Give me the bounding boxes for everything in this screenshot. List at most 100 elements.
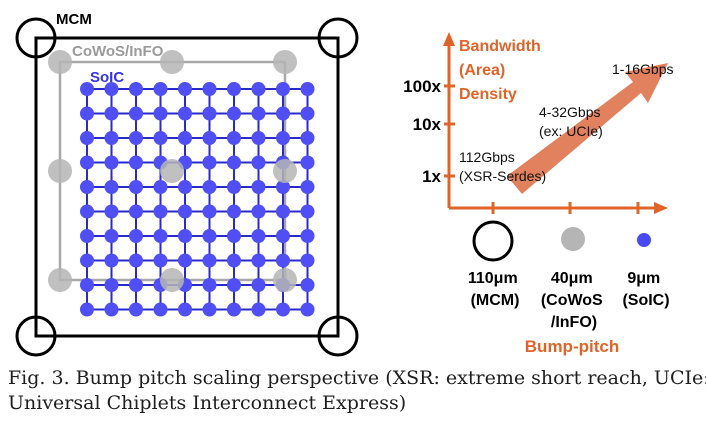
soic-bump bbox=[227, 278, 241, 292]
soic-bump bbox=[129, 229, 143, 243]
soic-bump bbox=[153, 302, 168, 317]
pitch-line: 9μm bbox=[627, 270, 660, 287]
soic-bump bbox=[300, 204, 315, 219]
soic-bump bbox=[80, 302, 94, 317]
soic-bump bbox=[251, 106, 266, 121]
top-bandwidth-label: 1-16Gbps bbox=[612, 61, 673, 77]
soic-bump bbox=[300, 155, 315, 170]
soic-bump-marker bbox=[637, 233, 651, 247]
soic-bump bbox=[104, 204, 119, 219]
cowos-bump bbox=[273, 50, 297, 74]
y-tick-label: 100x bbox=[403, 77, 441, 96]
cowos-bump bbox=[160, 50, 184, 74]
cowos-bump-marker bbox=[561, 227, 585, 251]
soic-bump bbox=[80, 82, 94, 96]
y-axis-title: Bandwidth (Area) Density bbox=[459, 38, 545, 103]
y-axis-title-line: Density bbox=[459, 86, 517, 103]
mcm-bump bbox=[15, 315, 57, 357]
soic-bump bbox=[104, 180, 119, 194]
cowos-bump bbox=[48, 268, 72, 292]
soic-bump bbox=[276, 106, 290, 121]
mcm-bumps bbox=[15, 17, 359, 357]
soic-bump bbox=[251, 253, 266, 268]
soic-bump bbox=[129, 82, 143, 96]
soic-bump bbox=[300, 82, 315, 96]
trend-arrow bbox=[507, 63, 668, 194]
cowos-bump bbox=[48, 159, 72, 183]
soic-bump bbox=[129, 204, 143, 219]
soic-bump bbox=[129, 106, 143, 121]
soic-bump bbox=[129, 155, 143, 170]
x-axis-title: Bump-pitch bbox=[525, 337, 619, 356]
soic-bump bbox=[276, 229, 290, 243]
pitch-line: /InFO) bbox=[551, 314, 597, 331]
soic-bump bbox=[276, 82, 290, 96]
pitch-line: (MCM) bbox=[471, 292, 520, 309]
pitch-line: 40μm bbox=[551, 270, 593, 287]
cowos-bump bbox=[160, 159, 184, 183]
soic-bump bbox=[300, 131, 315, 145]
soic-bump bbox=[300, 278, 315, 292]
soic-bump bbox=[80, 131, 94, 145]
soic-bump bbox=[202, 253, 217, 268]
cowos-bump bbox=[160, 268, 184, 292]
bump-pitch-figure: MCM CoWoS/InFO SoIC Bandwidth (Area) Den… bbox=[15, 11, 673, 357]
soic-bump bbox=[202, 155, 217, 170]
soic-label: SoIC bbox=[90, 69, 124, 86]
soic-bump bbox=[227, 229, 241, 243]
figure-caption: Fig. 3. Bump pitch scaling perspective (… bbox=[8, 366, 706, 416]
soic-bump bbox=[202, 180, 217, 194]
soic-bump bbox=[202, 82, 217, 96]
caption-line: Fig. 3. Bump pitch scaling perspective (… bbox=[8, 367, 706, 389]
soic-bump bbox=[227, 155, 241, 170]
soic-bump bbox=[227, 253, 241, 268]
y-axis-title-line: (Area) bbox=[459, 62, 505, 79]
soic-bump bbox=[251, 180, 266, 194]
soic-bump bbox=[227, 82, 241, 96]
soic-grid bbox=[80, 82, 315, 317]
soic-bump bbox=[104, 229, 119, 243]
soic-bump bbox=[227, 302, 241, 317]
x-axis bbox=[449, 202, 668, 214]
soic-bump bbox=[80, 106, 94, 121]
soic-bump bbox=[202, 106, 217, 121]
soic-bump bbox=[202, 204, 217, 219]
mcm-label: MCM bbox=[56, 11, 92, 28]
soic-bump bbox=[300, 253, 315, 268]
pitch-line: 110μm bbox=[468, 270, 518, 287]
soic-bump bbox=[104, 253, 119, 268]
ucie-bandwidth-label: 4-32Gbps bbox=[539, 104, 600, 120]
soic-bump bbox=[251, 155, 266, 170]
soic-bump bbox=[104, 155, 119, 170]
mcm-pitch-label: 110μm (MCM) bbox=[468, 270, 522, 309]
soic-bump bbox=[104, 106, 119, 121]
soic-bump bbox=[129, 180, 143, 194]
soic-bump bbox=[153, 82, 168, 96]
y-tick-label: 1x bbox=[422, 167, 441, 186]
soic-bump bbox=[202, 229, 217, 243]
soic-bump bbox=[251, 302, 266, 317]
cowos-bump bbox=[48, 50, 72, 74]
soic-bump bbox=[276, 253, 290, 268]
soic-bump bbox=[276, 204, 290, 219]
soic-bump bbox=[80, 155, 94, 170]
soic-bump bbox=[178, 82, 192, 96]
serdes-bandwidth-label: 112Gbps bbox=[459, 149, 515, 165]
cowos-bump bbox=[273, 268, 297, 292]
soic-bump bbox=[153, 106, 168, 121]
caption-line: Universal Chiplets Interconnect Express) bbox=[8, 392, 407, 414]
ucie-note-label: (ex: UCIe) bbox=[539, 123, 603, 139]
cowos-bumps bbox=[48, 50, 297, 292]
soic-bump bbox=[153, 204, 168, 219]
soic-bump bbox=[202, 131, 217, 145]
soic-bump bbox=[178, 180, 192, 194]
soic-bump bbox=[129, 253, 143, 268]
soic-bump bbox=[80, 278, 94, 292]
soic-bump bbox=[227, 204, 241, 219]
soic-bump bbox=[153, 253, 168, 268]
soic-bump bbox=[153, 229, 168, 243]
y-axis bbox=[443, 32, 455, 208]
soic-bump bbox=[227, 106, 241, 121]
soic-bump bbox=[80, 253, 94, 268]
soic-bump bbox=[178, 106, 192, 121]
